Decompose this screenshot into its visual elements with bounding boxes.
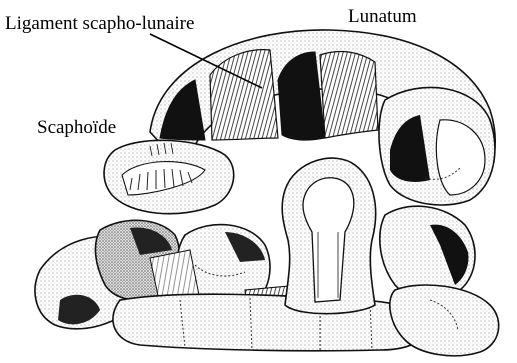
lunatum-label: Lunatum: [348, 7, 417, 26]
scaphoide-label: Scaphoïde: [37, 118, 116, 137]
lunotriquetral-ligament: [320, 51, 378, 138]
metacarpal-base-strip: [113, 294, 425, 351]
ligament-label: Ligament scapho-lunaire: [5, 14, 194, 33]
